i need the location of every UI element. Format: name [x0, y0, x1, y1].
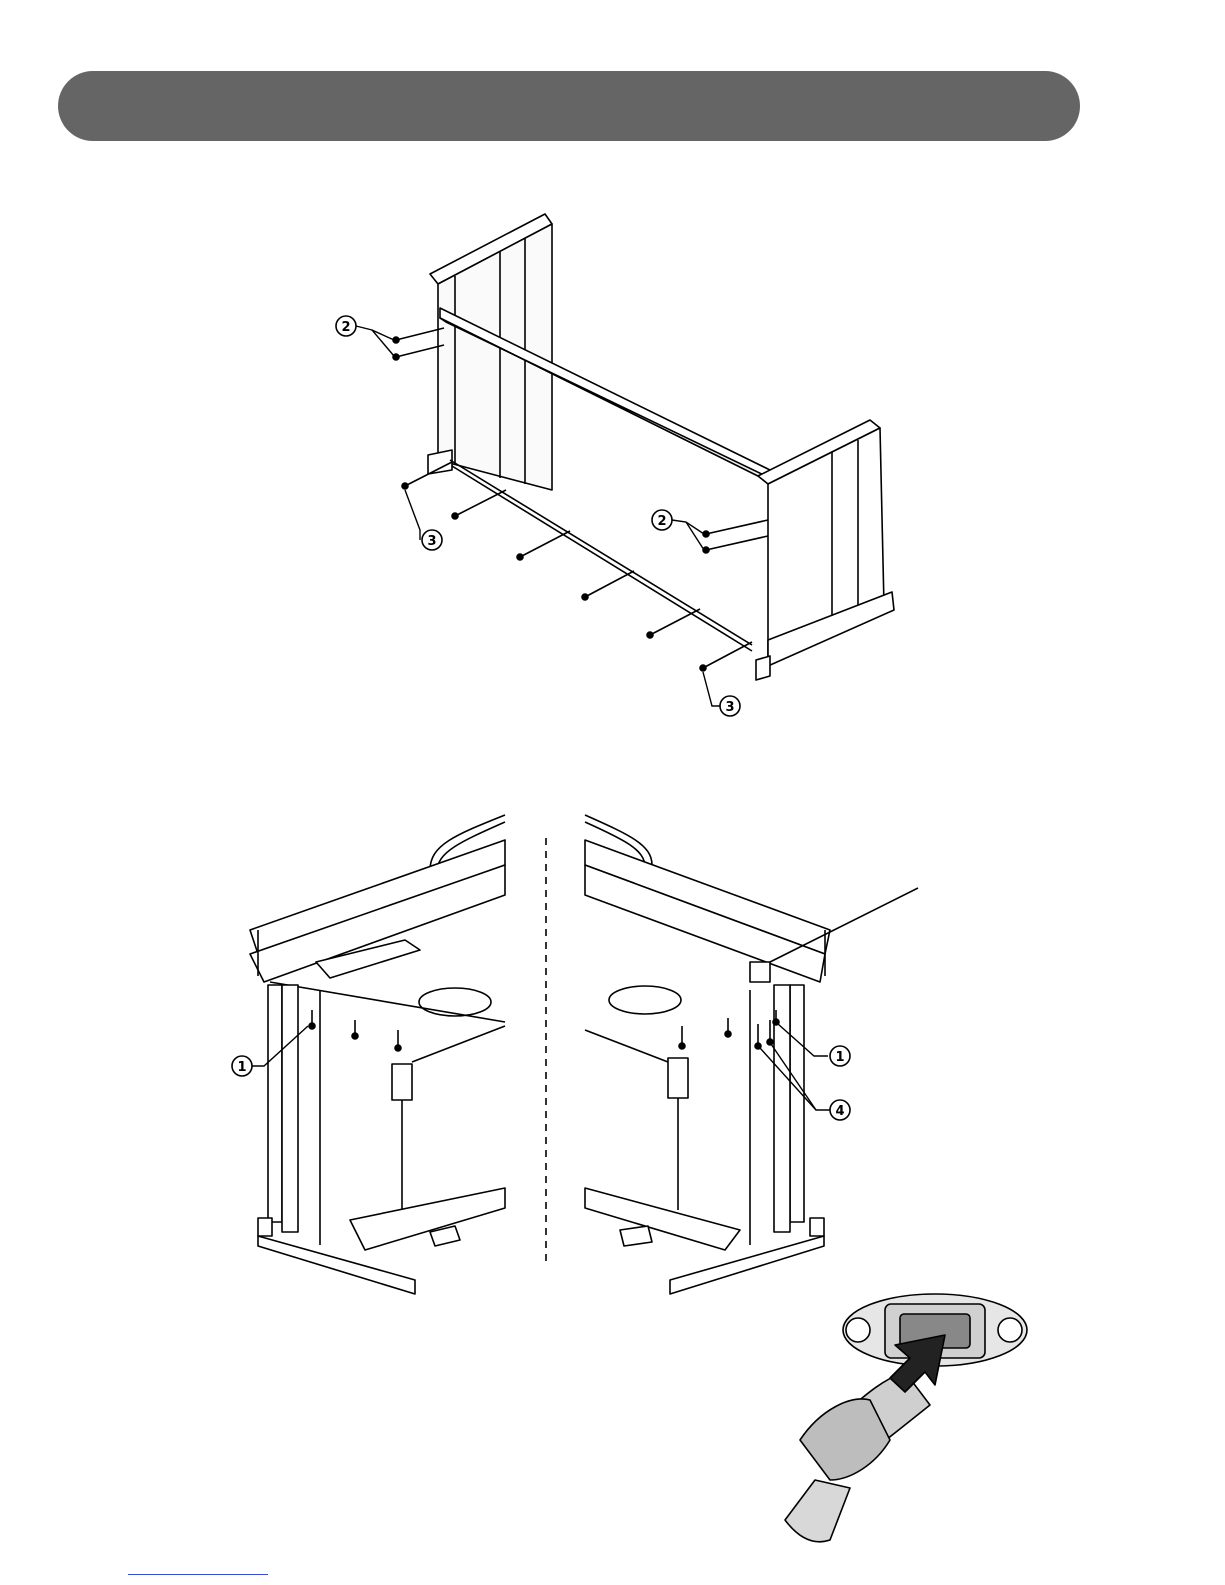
footer-link-underline [128, 1574, 268, 1575]
power-cable [785, 1480, 850, 1542]
